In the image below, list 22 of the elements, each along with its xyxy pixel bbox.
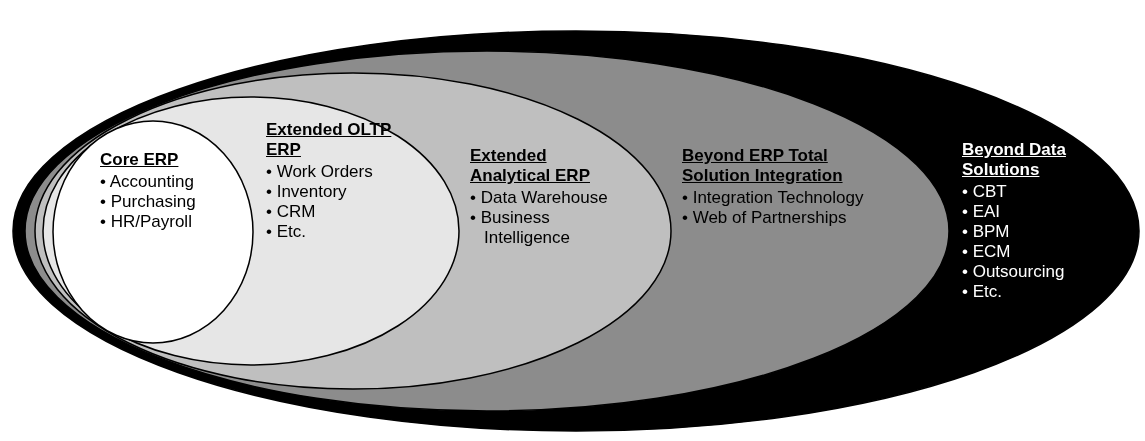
list-item: • Outsourcing <box>962 262 1066 282</box>
list-item: • Data Warehouse <box>470 188 609 208</box>
list-item: • Web of Partnerships <box>682 208 848 228</box>
list-item: • ECM <box>962 242 1012 262</box>
list-item: • EAI <box>962 202 1002 222</box>
list-item: • Etc. <box>962 282 1003 302</box>
list-item: • Work Orders <box>266 162 374 182</box>
list-item: • HR/Payroll <box>100 212 193 232</box>
heading: Extended Analytical ERP <box>470 146 591 186</box>
list-item: • Inventory <box>266 182 348 202</box>
list-item: • Purchasing <box>100 192 197 212</box>
list-item: • CRM <box>266 202 317 222</box>
heading: Beyond ERP Total Solution Integration <box>682 146 844 186</box>
list-item: • Business Intelligence <box>470 208 571 248</box>
list-item: • Etc. <box>266 222 307 242</box>
heading: Beyond Data Solutions <box>962 140 1067 180</box>
heading: Core ERP <box>100 150 180 170</box>
list-item: • BPM <box>962 222 1011 242</box>
list-item: • Accounting <box>100 172 195 192</box>
list-item: • Integration Technology <box>682 188 865 208</box>
heading: Extended OLTP ERP <box>266 120 393 160</box>
list-item: • CBT <box>962 182 1008 202</box>
